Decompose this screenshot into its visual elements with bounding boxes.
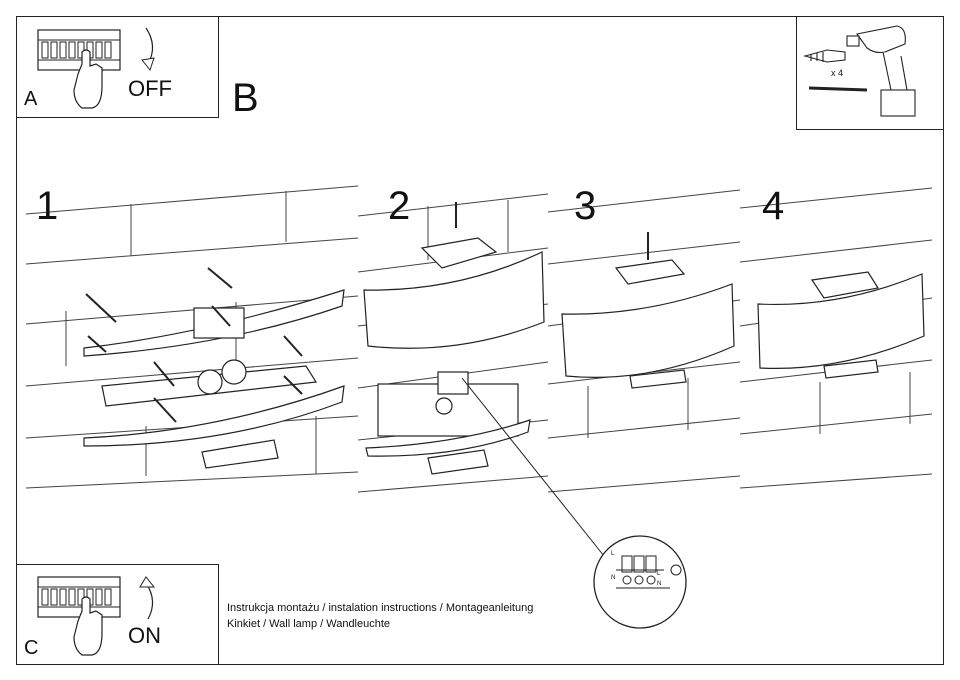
step-1-illustration [25,176,359,500]
step-4-illustration [739,176,933,500]
caption-instructions: Instrukcja montażu / instalation instruc… [227,602,534,614]
panel-a-power-off: A OFF [16,16,219,118]
step-3-illustration [547,176,741,500]
fuse-box-off-illustration [37,27,155,109]
caption-product: Kinkiet / Wall lamp / Wandleuchte [227,618,391,630]
step-1-number: 1 [36,184,59,228]
off-label: OFF [128,76,172,101]
step-3-number: 3 [574,184,597,228]
panel-a-letter: A [24,88,38,110]
wiring-right-label-l: L [657,571,661,577]
panel-c-letter: C [24,637,39,659]
step-2-number: 2 [388,184,411,228]
panel-c-power-on: C ON [16,564,219,665]
panel-b-letter: B [232,76,259,120]
fuse-box-on-illustration [37,576,156,656]
step-2-illustration [357,176,549,500]
dowel-count: x 4 [831,68,844,78]
tools-panel: x 4 [796,16,944,130]
wiring-left-label-l: L [611,551,615,557]
step-4-number: 4 [762,184,785,228]
wiring-detail-callout [461,377,687,629]
instruction-sheet-frame [16,16,944,665]
on-label: ON [128,623,161,648]
wiring-right-label-n: N [657,581,662,587]
wiring-left-label-n: N [611,575,616,581]
drill-and-dowels-illustration [802,25,916,117]
